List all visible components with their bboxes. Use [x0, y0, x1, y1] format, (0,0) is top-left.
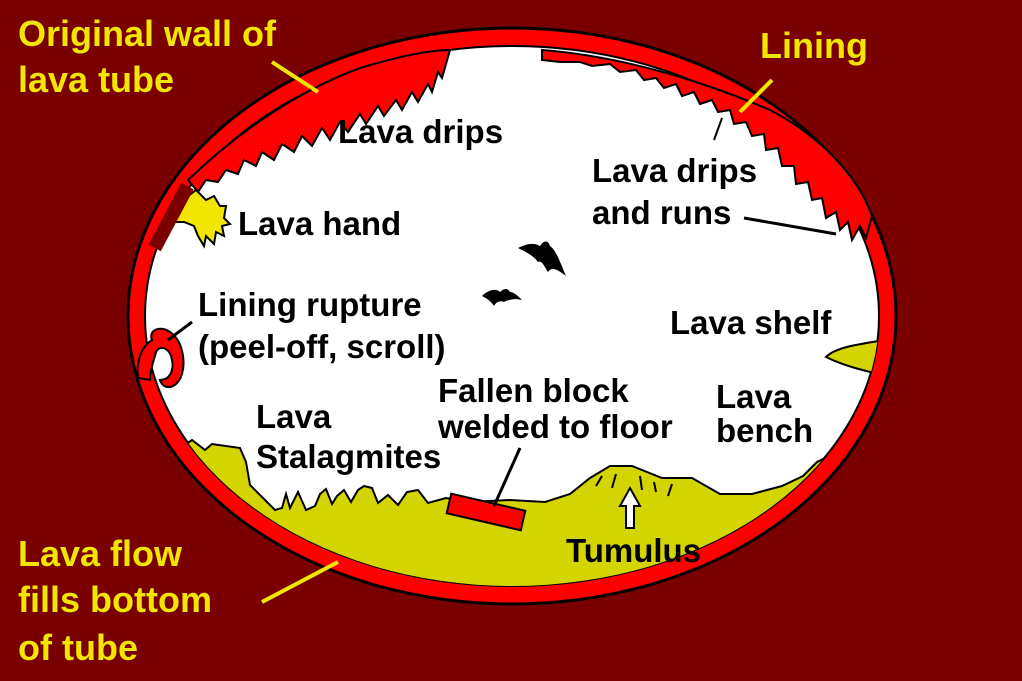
label-lava-drips-runs: Lava drips and runs — [592, 152, 766, 231]
pointer-lining-rupture — [167, 320, 193, 342]
label-lava-hand: Lava hand — [238, 205, 401, 242]
pointer-fallen-block — [492, 447, 522, 507]
label-lava-stalagmites: Lava Stalagmites — [256, 398, 441, 475]
lining-top-left — [186, 48, 452, 194]
label-lava-flow: Lava flow fills bottom of tube — [18, 533, 222, 668]
up-arrow-icon — [618, 485, 642, 529]
tumulus-cracks — [595, 473, 673, 497]
label-original-wall: Original wall of lava tube — [18, 13, 286, 100]
pointer-original-wall — [270, 60, 320, 94]
label-fallen-block: Fallen block welded to floor — [437, 372, 673, 445]
bat-icon — [482, 289, 522, 306]
bat-icon — [518, 241, 566, 276]
pointer-drips-runs — [743, 216, 837, 236]
label-lava-shelf: Lava shelf — [670, 304, 832, 341]
lava-flow-fill — [145, 419, 879, 586]
label-lava-bench: Lava bench — [716, 378, 813, 449]
pointer-drips — [713, 117, 723, 141]
lining-top-right — [541, 48, 874, 243]
label-lava-drips: Lava drips — [338, 113, 503, 150]
label-tumulus: Tumulus — [566, 532, 701, 569]
fallen-block — [445, 492, 527, 532]
lava-shelf — [824, 338, 879, 377]
pointer-lava-flow — [261, 560, 339, 604]
label-lining: Lining — [760, 25, 868, 66]
label-lining-rupture: Lining rupture (peel-off, scroll) — [198, 286, 446, 365]
pointer-lining — [738, 78, 774, 114]
hand-wall-gap — [148, 182, 194, 252]
